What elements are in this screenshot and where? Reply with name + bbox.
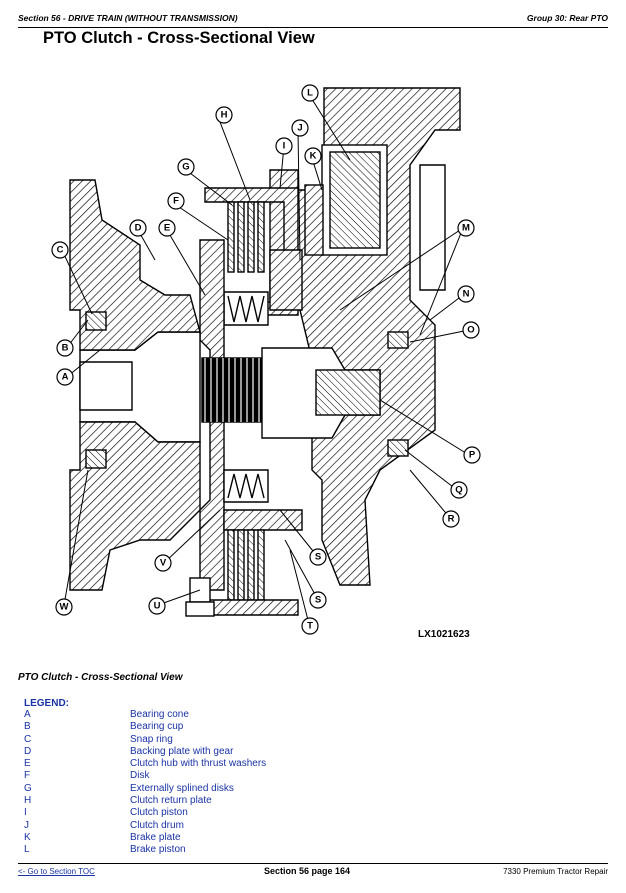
svg-text:O: O [467, 325, 474, 336]
callout-n: N [457, 285, 475, 303]
svg-text:J: J [297, 123, 302, 134]
legend-key: G [24, 782, 32, 794]
legend-label: Brake piston [130, 844, 186, 856]
callout-c: C [51, 241, 69, 259]
svg-text:F: F [173, 196, 179, 207]
legend-key: J [24, 819, 29, 831]
figure-caption: PTO Clutch - Cross-Sectional View [18, 672, 183, 683]
legend-item: E Clutch hub with thrust washers [24, 758, 424, 770]
legend-label: Snap ring [130, 733, 173, 745]
callout-p: P [463, 446, 481, 464]
document-title: 7330 Premium Tractor Repair [503, 867, 608, 876]
legend-label: Clutch hub with thrust washers [130, 758, 267, 770]
page-header: Section 56 - DRIVE TRAIN (WITHOUT TRANSM… [18, 13, 608, 27]
legend-key: K [24, 831, 31, 843]
legend-key: I [24, 807, 27, 819]
callout-a: A [56, 368, 74, 386]
svg-text:L: L [307, 88, 313, 99]
legend-key: B [24, 721, 31, 733]
footer-divider [18, 863, 608, 864]
legend-label: Externally splined disks [130, 782, 234, 794]
legend-label: Bearing cone [130, 709, 189, 720]
legend-label: Clutch return plate [130, 795, 212, 807]
legend-item: B Bearing cup [24, 721, 424, 733]
callout-d: D [129, 219, 147, 237]
legend-label: Backing plate with gear [130, 745, 234, 757]
legend-key: A [24, 709, 31, 720]
header-divider [18, 27, 608, 28]
legend-item: F Disk [24, 770, 424, 782]
legend-item: J Clutch drum [24, 820, 424, 832]
legend-key: L [24, 844, 30, 856]
callout-r: R [442, 510, 460, 528]
svg-text:T: T [307, 621, 313, 632]
group-title: Group 30: Rear PTO [526, 13, 608, 23]
legend-item: I Clutch piston [24, 807, 424, 819]
svg-text:D: D [135, 223, 142, 234]
legend-key: D [24, 745, 32, 757]
callout-u: U [148, 597, 166, 615]
svg-text:H: H [221, 110, 228, 121]
callout-o: O [462, 321, 480, 339]
legend-label: Clutch piston [130, 807, 188, 819]
svg-text:Q: Q [455, 485, 462, 496]
svg-text:R: R [448, 514, 455, 525]
callout-t: T [301, 617, 319, 635]
page-number: Section 56 page 164 [264, 866, 351, 876]
callout-s-1: S [309, 548, 327, 566]
page-footer: <- Go to Section TOC Section 56 page 164… [18, 866, 608, 881]
svg-text:S: S [315, 552, 321, 563]
callout-b: B [56, 339, 74, 357]
legend-item: H Clutch return plate [24, 795, 424, 807]
figure-code: LX1021623 [418, 629, 470, 640]
legend-title: LEGEND: [24, 698, 69, 709]
svg-text:C: C [57, 245, 64, 256]
svg-text:M: M [462, 223, 470, 234]
legend-item: A Bearing cone [24, 709, 424, 721]
legend-label: Disk [130, 770, 150, 782]
page-title: PTO Clutch - Cross-Sectional View [43, 29, 315, 47]
svg-text:P: P [469, 450, 476, 461]
section-title: Section 56 - DRIVE TRAIN (WITHOUT TRANSM… [18, 13, 238, 23]
callout-q: Q [450, 481, 468, 499]
callout-s-2: S [309, 591, 327, 609]
legend-key: C [24, 733, 32, 745]
legend-item: K Brake plate [24, 832, 424, 844]
legend-item: L Brake piston [24, 844, 424, 856]
svg-text:B: B [62, 343, 69, 354]
callout-f: F [167, 192, 185, 210]
svg-text:V: V [160, 558, 167, 569]
legend-label: Brake plate [130, 831, 181, 843]
svg-text:U: U [154, 601, 161, 612]
callout-h: H [215, 106, 233, 124]
svg-text:S: S [315, 595, 321, 606]
callout-l: L [301, 84, 319, 102]
legend-item: D Backing plate with gear [24, 746, 424, 758]
callout-v: V [154, 554, 172, 572]
legend-label: Bearing cup [130, 721, 184, 733]
legend-label: Clutch drum [130, 819, 184, 831]
callout-e: E [158, 219, 176, 237]
svg-text:A: A [62, 372, 69, 383]
svg-text:K: K [310, 151, 317, 162]
legend-key: H [24, 795, 32, 807]
callout-k: K [304, 147, 322, 165]
legend-key: E [24, 758, 31, 770]
legend-item: G Externally splined disks [24, 783, 424, 795]
svg-text:W: W [60, 602, 69, 613]
legend-key: F [24, 770, 31, 782]
pto-clutch-diagram: A B C D E F G H I J K L M N O P Q R S S … [51, 84, 481, 640]
svg-text:E: E [164, 223, 170, 234]
toc-link[interactable]: <- Go to Section TOC [18, 867, 95, 876]
callout-i: I [275, 137, 293, 155]
svg-text:I: I [283, 141, 286, 152]
callout-m: M [457, 219, 475, 237]
callout-g: G [177, 158, 195, 176]
callout-j: J [291, 119, 309, 137]
callout-w: W [55, 598, 73, 616]
legend-item: C Snap ring [24, 734, 424, 746]
svg-text:G: G [182, 162, 189, 173]
svg-text:N: N [463, 289, 470, 300]
